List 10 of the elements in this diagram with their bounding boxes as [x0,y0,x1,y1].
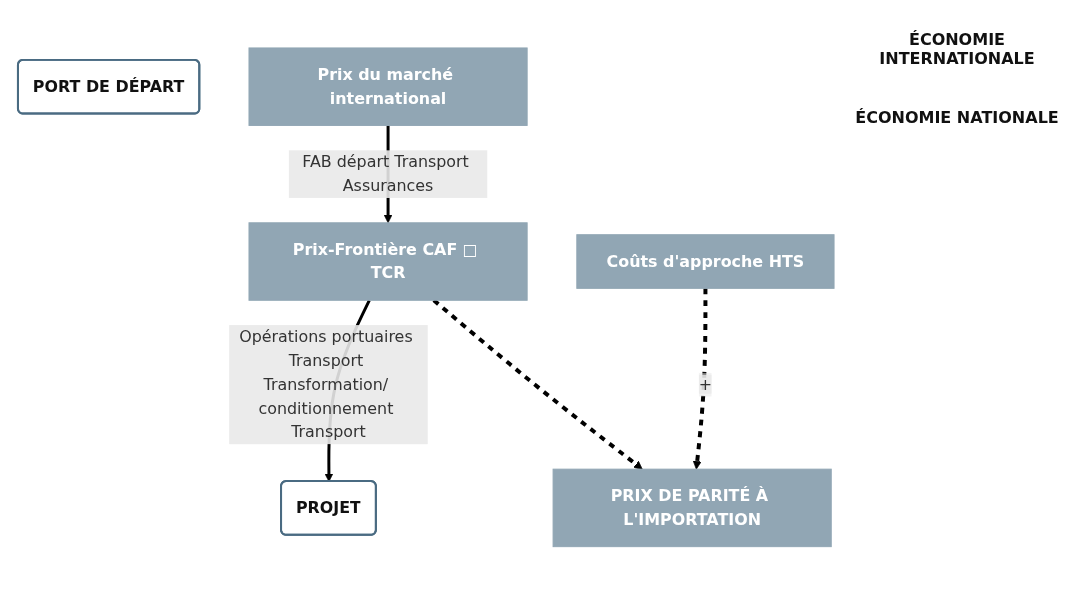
edge-label: + [698,374,713,394]
region-label: ÉCONOMIE INTERNATIONALE [878,30,1036,68]
edge-label: Opérations portuaires Transport Transformation/ conditionnement Transport [239,327,413,442]
node-box: PRIX DE PARITÉ À L'IMPORTATION [552,468,832,548]
node-box: Prix du marché international [248,47,528,127]
region-label: ÉCONOMIE NATIONALE [854,108,1060,127]
node-box: Prix-Frontière CAF □ TCR [248,222,528,301]
node-box: Coûts d'approche HTS [576,234,835,290]
edge-label: FAB départ Transport Assurances [302,152,469,196]
arrow [692,288,708,470]
